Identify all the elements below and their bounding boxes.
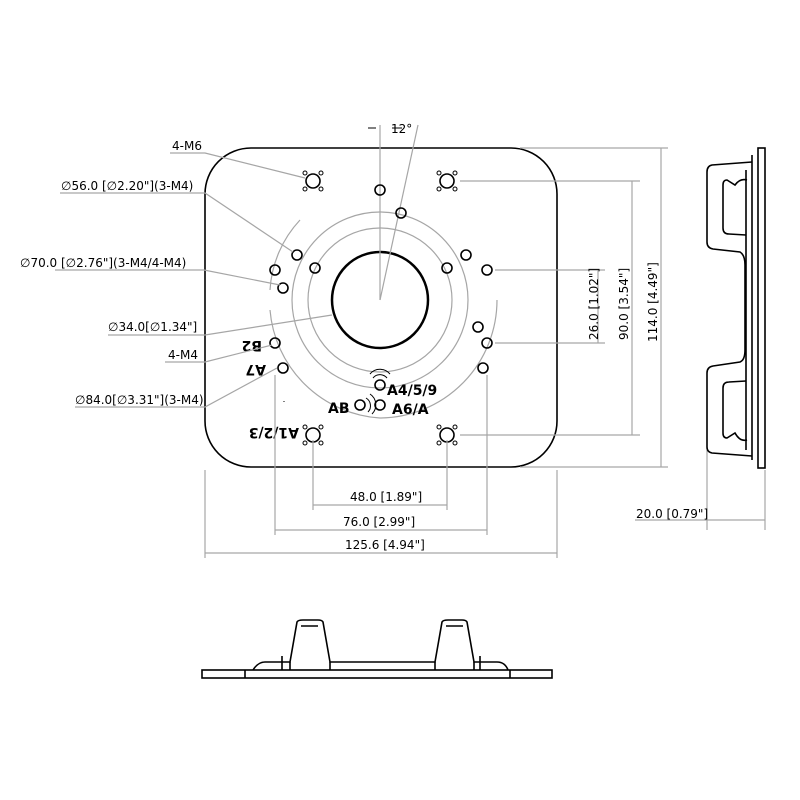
plate-outline [204, 147, 558, 468]
callout-d70: ∅70.0 [∅2.76"](3-M4/4-M4) [20, 256, 186, 270]
m6-hole [302, 170, 458, 446]
label-a123: A1/2/3 [249, 424, 299, 440]
label-a6a: A6/A [392, 402, 429, 418]
side-view [706, 147, 766, 469]
dim-90: 90.0 [3.54"] [617, 268, 631, 340]
dim-76: 76.0 [2.99"] [343, 515, 415, 529]
angle-line-12deg [379, 124, 419, 301]
m4-hole [269, 184, 493, 411]
front-view: 12° B2 A7 A1/2 [20, 122, 766, 558]
label-a459: A4/5/9 [387, 383, 437, 399]
dim-125: 125.6 [4.94"] [345, 538, 425, 552]
callout-4-m6: 4-M6 [172, 139, 202, 153]
angle-label: 12° [391, 122, 412, 136]
dim-48: 48.0 [1.89"] [350, 490, 422, 504]
callout-4-m4: 4-M4 [168, 348, 198, 362]
callout-d84: ∅84.0[∅3.31"](3-M4) [75, 393, 204, 407]
label-a7: A7 [245, 361, 266, 377]
label-ab: AB [328, 401, 350, 417]
callout-d56: ∅56.0 [∅2.20"](3-M4) [61, 179, 193, 193]
dim-20: 20.0 [0.79"] [636, 507, 708, 521]
dim-114: 114.0 [4.49"] [646, 262, 660, 342]
bottom-view [201, 619, 553, 679]
dim-26: 26.0 [1.02"] [587, 268, 601, 340]
callout-d34: ∅34.0[∅1.34"] [108, 320, 197, 334]
